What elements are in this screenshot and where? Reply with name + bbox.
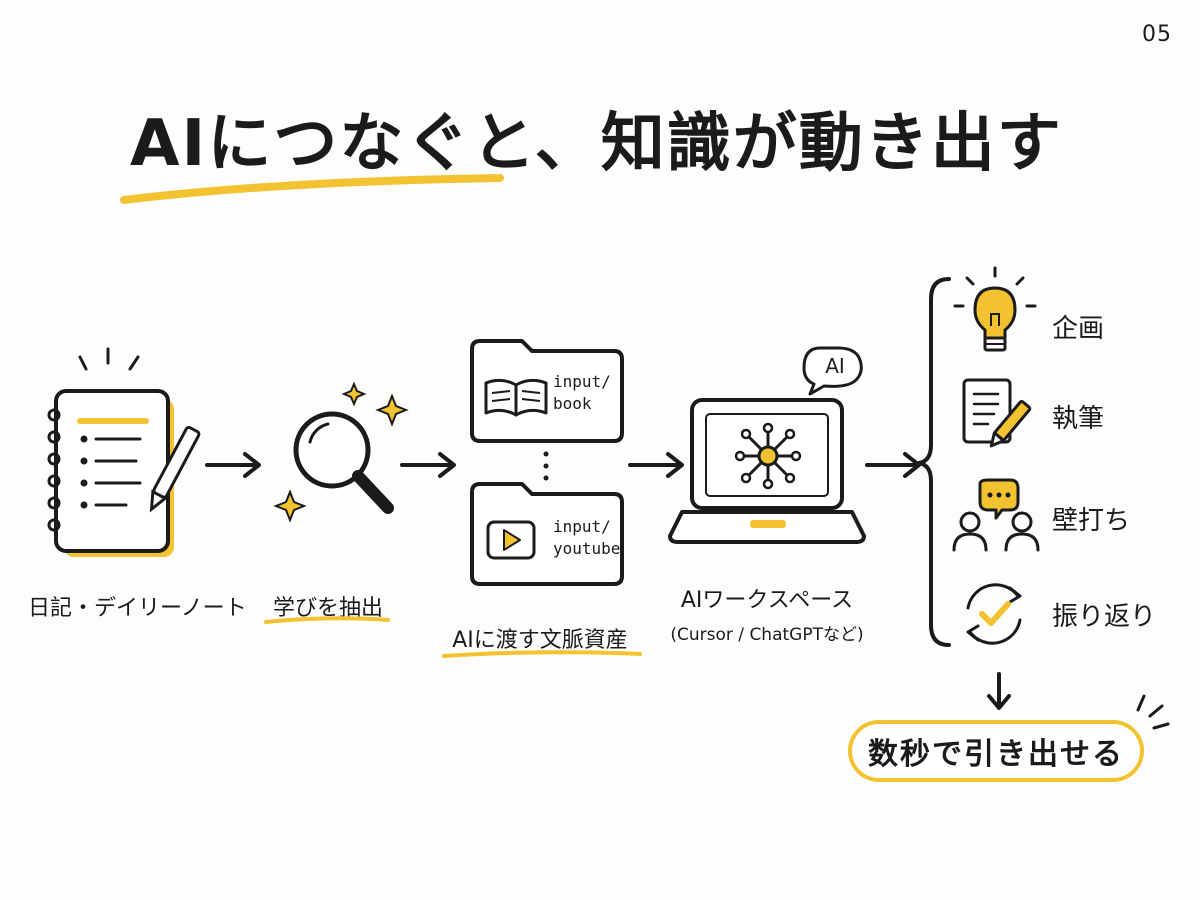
step-label-workspace: AIワークスペース [680,588,854,613]
title-underline [120,174,504,204]
emphasis-lines-icon [1136,694,1170,730]
folder-youtube-text: input/ youtube [553,516,620,560]
magnifier-icon [273,381,409,523]
result-badge: 数秒で引き出せる [848,720,1144,782]
arrow-right-icon [628,452,684,478]
arrow-down-icon [987,672,1011,710]
label-underline [264,616,390,624]
output-label-writing: 執筆 [1052,404,1105,434]
label-underline [442,650,642,658]
step-sublabel-tools: (Cursor / ChatGPTなど) [670,625,864,645]
vertical-ellipsis-icon [543,451,549,481]
folder-icon [470,482,624,586]
step-label-context-assets: AIに渡す文脈資産 [452,628,628,653]
output-label-reflection: 振り返り [1052,602,1157,632]
play-icon [486,520,536,560]
document-pen-icon [962,378,1032,448]
folder-path-line: youtube [553,539,621,558]
ai-badge-text: AI [825,354,845,378]
folder-path-line: input/ [553,372,611,391]
output-label-planning: 企画 [1052,314,1105,344]
folder-icon [470,339,624,443]
laptop-icon [668,346,866,544]
curly-brace-icon [917,277,951,647]
arrow-right-icon [205,452,261,478]
page-title: AIにつなぐと、知識が動き出す [130,107,1063,181]
cycle-check-icon [966,583,1022,645]
notebook-icon [47,347,201,557]
page-number: 05 [1142,22,1172,47]
arrow-right-icon [400,452,456,478]
discussion-icon [952,478,1040,552]
step-label-diary: 日記・デイリーノート [28,596,247,621]
folder-path-line: input/ [553,517,611,536]
lightbulb-icon [953,266,1037,352]
folder-path-line: book [553,394,592,413]
book-icon [484,378,548,417]
output-label-brainstorm: 壁打ち [1052,506,1131,536]
folder-book-text: input/ book [553,371,611,415]
